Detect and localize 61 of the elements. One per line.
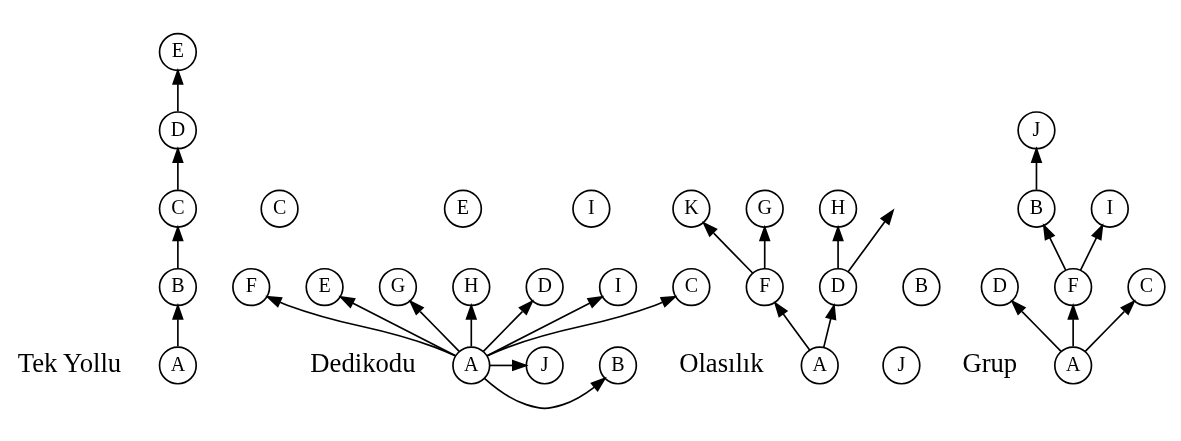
arrow xyxy=(773,300,811,351)
node-circle: A xyxy=(158,345,198,385)
node-circle: D xyxy=(158,110,198,150)
node-circle: D xyxy=(980,267,1019,306)
node-circle: H xyxy=(452,267,491,306)
node-circle: C xyxy=(260,189,299,228)
arrow xyxy=(482,299,535,352)
node-circle: I xyxy=(598,267,638,306)
arrow xyxy=(847,207,895,272)
arrow xyxy=(265,295,456,357)
label: Tek Yollu xyxy=(17,347,122,378)
node-circle: B xyxy=(1017,189,1056,228)
arrow xyxy=(822,302,837,348)
node-circle: J xyxy=(525,345,564,385)
arrow xyxy=(172,145,184,190)
arrow xyxy=(408,299,460,352)
arrow xyxy=(172,224,184,269)
node-circle: D xyxy=(818,267,858,306)
node-circle: J xyxy=(1017,110,1056,150)
label: Olasılık xyxy=(679,347,764,378)
node-circle: B xyxy=(598,345,638,385)
node-circle: C xyxy=(158,189,198,228)
node-circle: F xyxy=(745,267,784,306)
arrow xyxy=(483,376,607,409)
node-circle: C xyxy=(672,267,711,306)
node-circle: G xyxy=(745,189,784,228)
arrow xyxy=(486,295,678,357)
node-circle: J xyxy=(882,345,921,385)
arrow xyxy=(172,67,184,112)
label: Dedikodu xyxy=(310,347,416,378)
arrow xyxy=(832,224,844,269)
arrow xyxy=(1030,145,1043,190)
node-circle: I xyxy=(1090,189,1129,228)
node-circle: C xyxy=(1127,267,1166,306)
node-circle: E xyxy=(443,189,483,228)
node-circle: F xyxy=(232,267,271,306)
arrow xyxy=(1079,222,1104,271)
node-circle: H xyxy=(818,189,858,228)
node-circle: F xyxy=(1053,267,1093,306)
arrow xyxy=(1042,222,1067,271)
arrow xyxy=(172,302,184,347)
node-circle: A xyxy=(800,345,839,385)
node-circle: A xyxy=(452,345,491,385)
arrow xyxy=(701,220,754,274)
node-circle: B xyxy=(902,267,941,306)
arrow xyxy=(338,295,457,357)
node-circle: G xyxy=(378,267,418,306)
arrow xyxy=(465,302,478,347)
arrow xyxy=(488,359,529,371)
node-circle: I xyxy=(572,189,611,228)
arrow xyxy=(1067,302,1079,347)
label: Grup xyxy=(962,347,1018,378)
arrow xyxy=(758,224,771,269)
node-circle: E xyxy=(305,267,344,306)
node-circle: D xyxy=(525,267,564,306)
arrow xyxy=(1084,299,1136,352)
node-circle: K xyxy=(672,189,711,228)
node-circle: B xyxy=(158,267,198,306)
arrow xyxy=(1010,299,1062,352)
node-circle: E xyxy=(158,32,198,71)
node-circle: A xyxy=(1053,345,1093,385)
